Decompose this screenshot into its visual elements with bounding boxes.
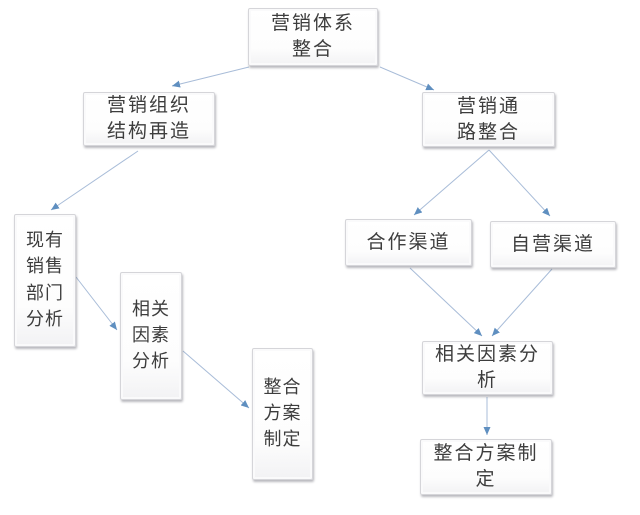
node-label: 相关 因素 分析 bbox=[132, 298, 170, 373]
node-label: 整合 方案 制定 bbox=[263, 376, 302, 451]
edge-existing-sales-factors-left-arrow bbox=[75, 276, 118, 331]
node-label: 自营渠道 bbox=[510, 232, 595, 255]
node-cooperation-channel: 合作渠道 bbox=[345, 219, 472, 266]
node-label: 整合方案制 定 bbox=[433, 442, 539, 490]
node-label: 营销体系 整合 bbox=[270, 12, 355, 60]
node-label: 营销组织 结构再造 bbox=[106, 94, 191, 142]
node-marketing-org-restructuring: 营销组织 结构再造 bbox=[83, 92, 215, 146]
node-label: 营销通 路整合 bbox=[456, 94, 520, 143]
edge-channel-self-owned-arrow bbox=[488, 149, 551, 217]
edge-self-owned-factors-right-arrow bbox=[491, 268, 553, 337]
node-integration-plan-right: 整合方案制 定 bbox=[420, 439, 552, 495]
node-self-operated-channel: 自营渠道 bbox=[490, 221, 616, 268]
edge-org-existing-sales-arrow bbox=[50, 150, 139, 211]
edge-coop-factors-right-arrow bbox=[409, 267, 483, 337]
node-related-factors-analysis-right: 相关因素分 析 bbox=[422, 341, 553, 395]
node-existing-sales-dept-analysis: 现有 销售 部门 分析 bbox=[14, 214, 76, 347]
node-marketing-system-integration: 营销体系 整合 bbox=[248, 8, 378, 66]
node-label: 现有 销售 部门 分析 bbox=[26, 230, 64, 330]
node-label: 相关因素分 析 bbox=[434, 343, 540, 391]
node-label: 合作渠道 bbox=[366, 230, 451, 253]
edge-channel-coop-arrow bbox=[413, 149, 490, 216]
edge-factors-left-plan-left-arrow bbox=[182, 350, 250, 409]
node-integration-plan-left: 整合 方案 制定 bbox=[252, 348, 313, 480]
node-marketing-channel-integration: 营销通 路整合 bbox=[422, 92, 555, 147]
node-related-factors-analysis-left: 相关 因素 分析 bbox=[120, 272, 182, 400]
edge-root-org-arrow bbox=[171, 66, 250, 88]
edge-root-channel-arrow bbox=[379, 66, 435, 91]
